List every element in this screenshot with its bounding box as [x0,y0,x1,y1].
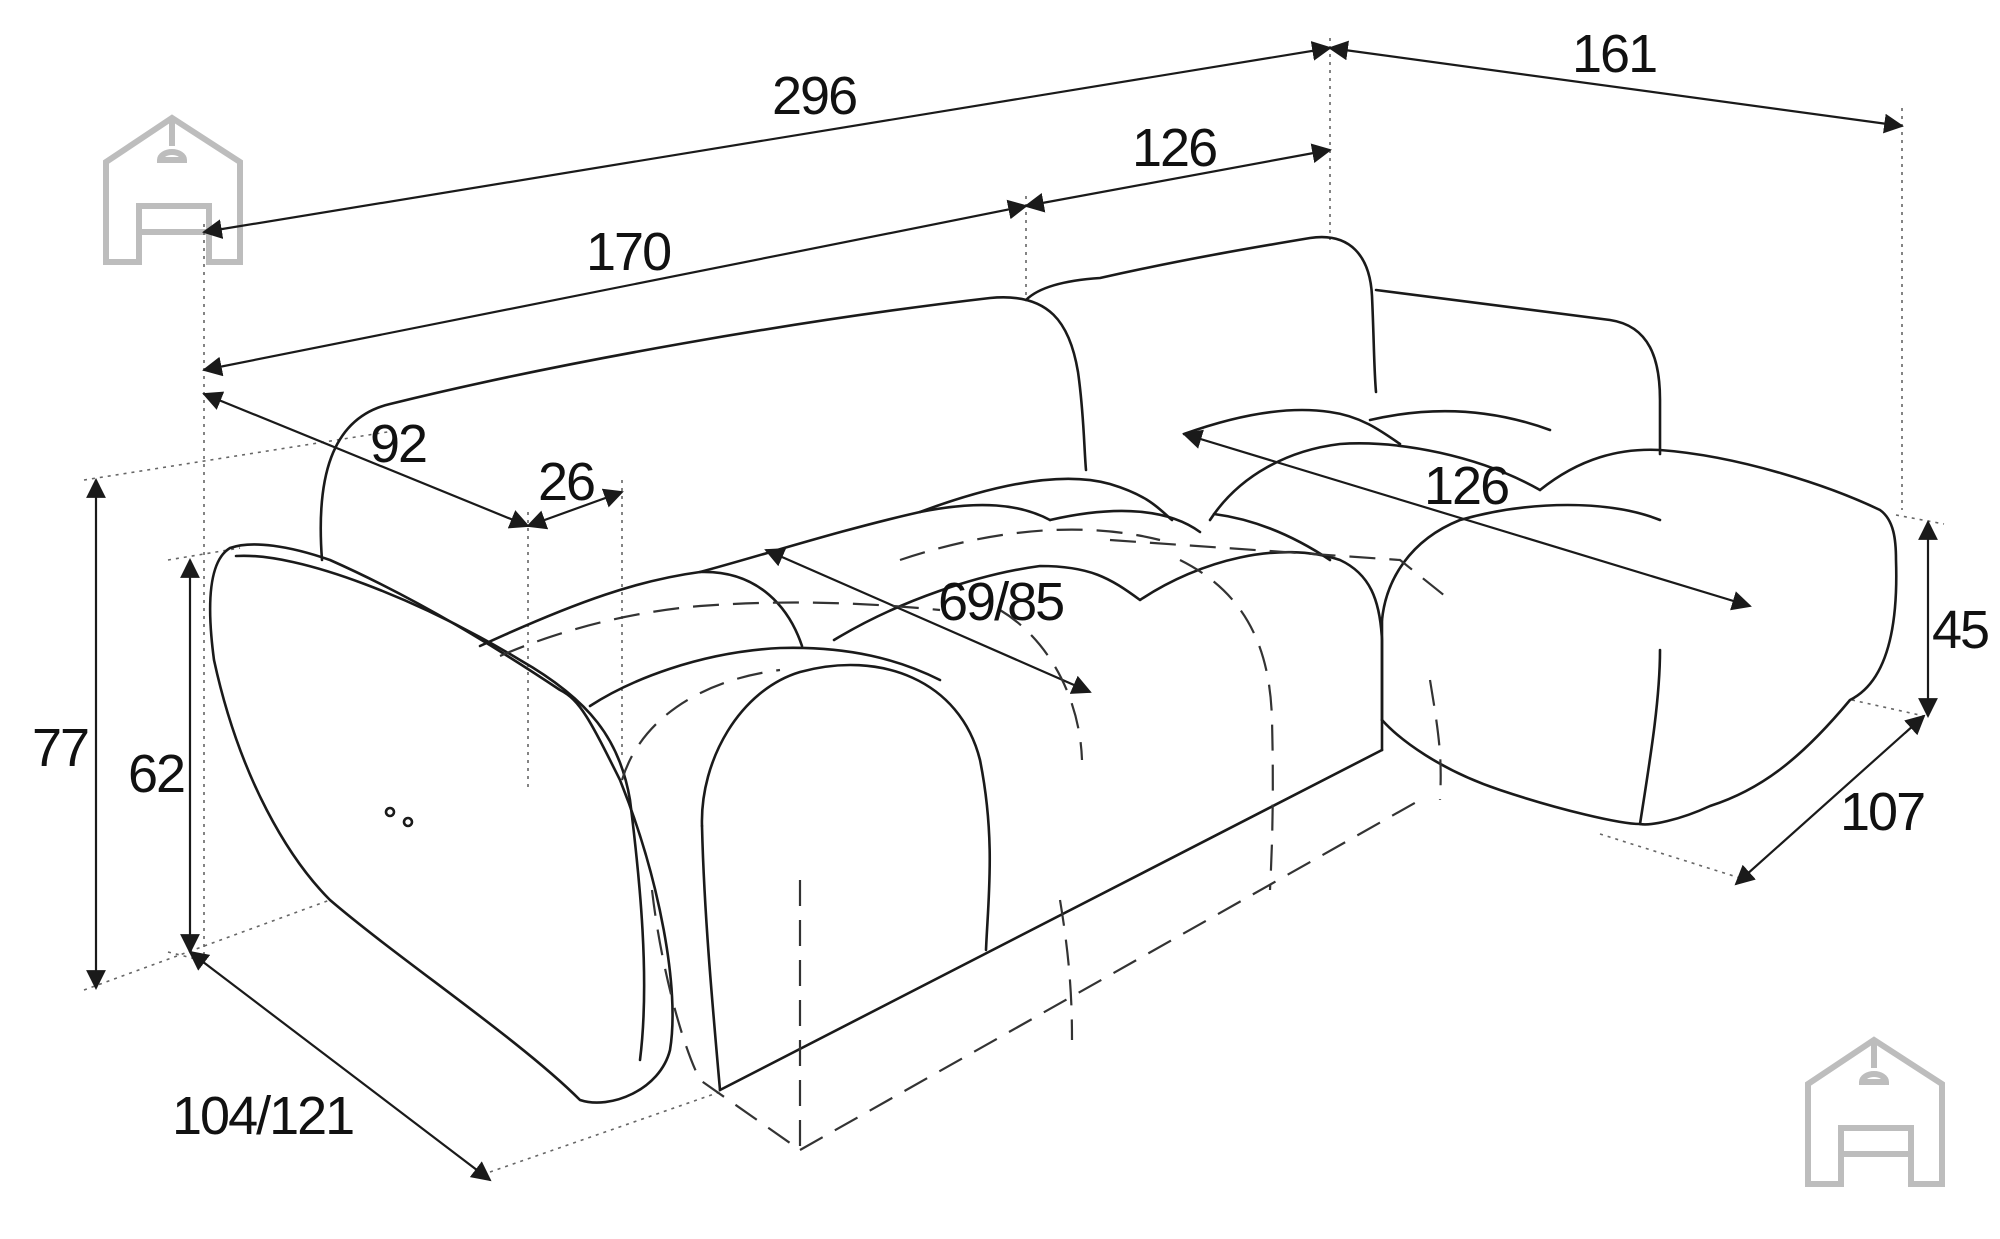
label-armrest-width: 26 [538,452,594,512]
dim-line-107 [1734,714,1926,886]
label-chaise-height: 45 [1932,600,1988,660]
label-chaise-length: 161 [1572,24,1656,84]
dim-line-126-top [1024,143,1332,213]
label-back-depth: 92 [370,414,426,474]
home-sofa-icon [103,114,243,265]
dim-line-92 [202,391,530,529]
dim-line-26 [526,488,624,530]
dimension-lines [86,40,1938,1182]
label-chaise-seat-length: 126 [1132,118,1216,178]
label-chaise-seat-depth: 126 [1424,456,1508,516]
hidden-lines [499,528,1451,1151]
label-sofa-length: 170 [586,222,670,282]
label-total-height: 77 [32,718,88,778]
dim-line-170 [202,199,1028,377]
dim-line-161 [1328,40,1904,134]
label-arm-height: 62 [128,744,184,804]
home-sofa-icon [1805,1036,1945,1187]
label-total-length: 296 [772,66,856,126]
dim-line-69-85 [764,548,1092,694]
label-sofa-depth: 104/121 [172,1086,353,1146]
dim-line-104-121 [188,950,492,1182]
label-seat-depth: 69/85 [938,572,1063,632]
sofa-outline [208,235,1898,1104]
dimension-labels: 296 161 126 170 92 26 69/85 126 45 77 62… [32,24,1990,1146]
label-chaise-depth: 107 [1840,782,1924,842]
